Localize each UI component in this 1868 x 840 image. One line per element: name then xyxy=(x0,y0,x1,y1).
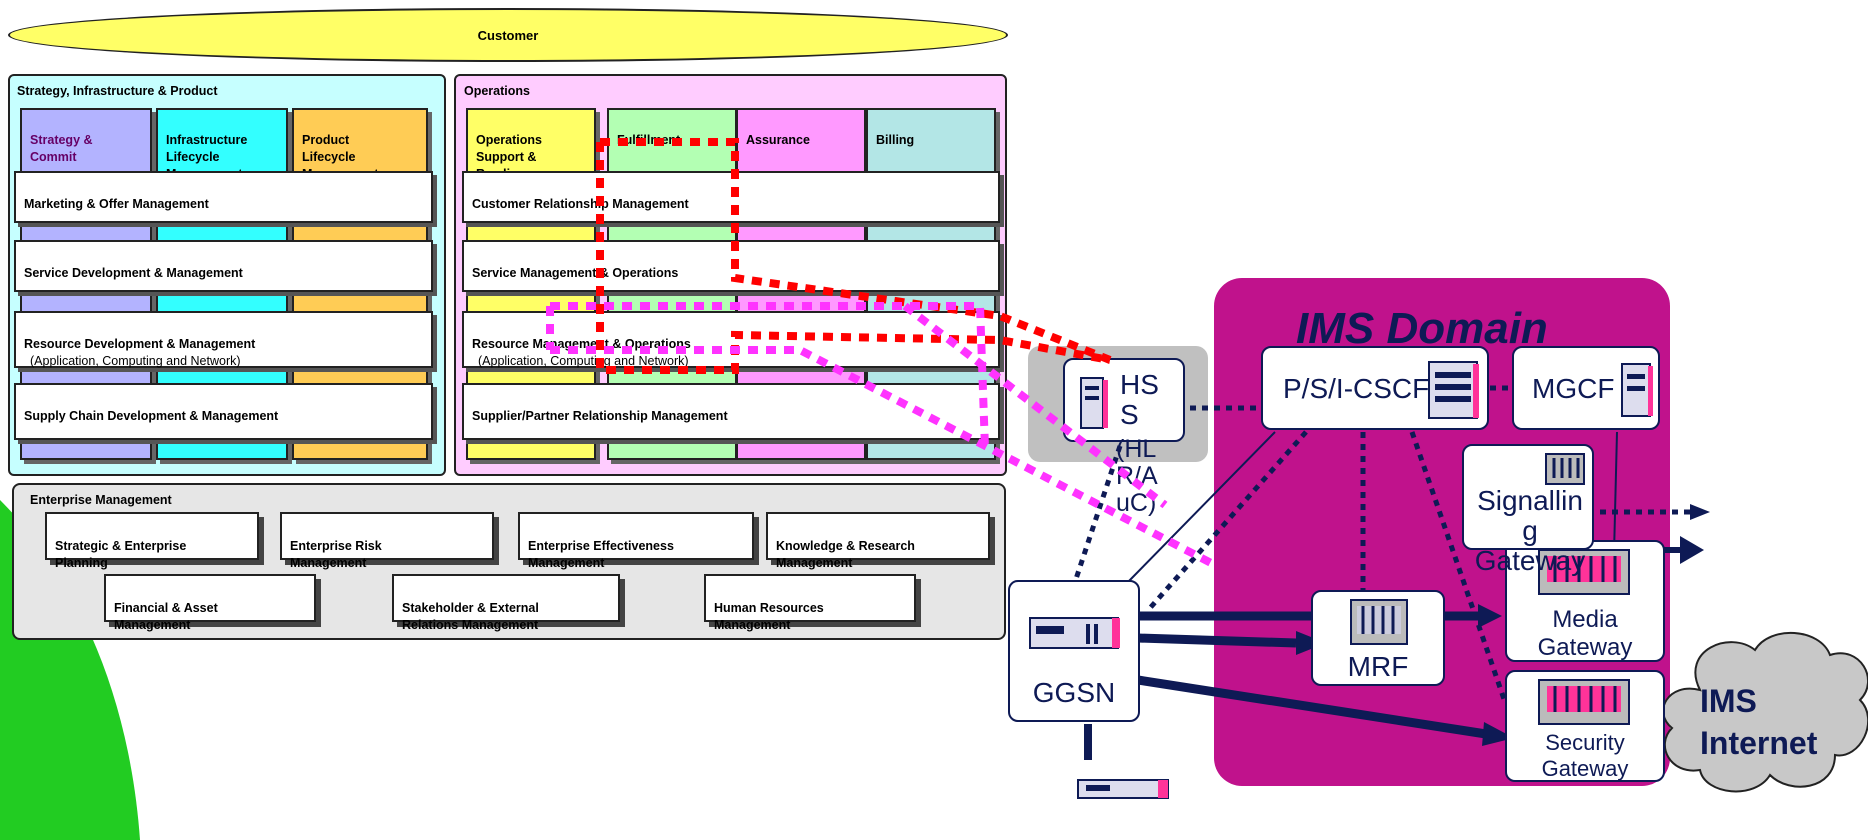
em-knowledge-research: Knowledge & Research Management xyxy=(766,512,990,570)
column-label: Assurance xyxy=(746,133,810,147)
rack-icon xyxy=(1538,549,1630,595)
sip-title: Strategy, Infrastructure & Product xyxy=(17,84,218,98)
hss-node[interactable]: HS S xyxy=(1063,358,1185,442)
column-label: Billing xyxy=(876,133,915,147)
customer-label: Customer xyxy=(477,27,539,43)
signalling-gateway-node[interactable] xyxy=(1462,444,1594,550)
box-label: Knowledge & Research Management xyxy=(776,539,915,570)
ims-internet-label: IMS Internet xyxy=(1700,683,1818,761)
row-label: Customer Relationship Management xyxy=(472,197,689,211)
row-resource-development: Resource Development & Management (Appli… xyxy=(14,311,433,368)
cscf-node[interactable]: P/S/I-CSCF xyxy=(1261,346,1489,430)
server-icon xyxy=(1428,361,1479,419)
enterprise-title: Enterprise Management xyxy=(30,493,172,507)
router-icon xyxy=(1029,617,1120,649)
ggsn-node[interactable]: GGSN xyxy=(1008,580,1140,722)
row-marketing-offer: Marketing & Offer Management xyxy=(14,171,433,223)
media-gateway-node[interactable]: Media Gateway xyxy=(1505,540,1665,662)
server-icon xyxy=(1621,363,1653,417)
box-label: Financial & Asset Management xyxy=(114,601,218,632)
column-label: Fulfillment xyxy=(617,133,681,147)
row-label: Supplier/Partner Relationship Management xyxy=(472,409,728,423)
row-label: Supply Chain Development & Management xyxy=(24,409,279,423)
server-icon xyxy=(1080,377,1108,429)
row-sublabel: (Application, Computing and Network) xyxy=(30,354,241,368)
hss-label: HS S xyxy=(1120,369,1159,430)
media-gateway-label: Media Gateway xyxy=(1537,606,1633,661)
box-label: Stakeholder & External Relations Managem… xyxy=(402,601,539,632)
row-sublabel: (Application, Computing and Network) xyxy=(478,354,689,368)
rack-icon xyxy=(1350,599,1408,645)
operations-title: Operations xyxy=(464,84,530,98)
mgcf-label: MGCF xyxy=(1532,373,1615,404)
rack-icon xyxy=(1538,679,1630,725)
box-label: Enterprise Risk Management xyxy=(290,539,382,570)
security-gateway-label: Security Gateway xyxy=(1541,730,1629,781)
row-supply-chain: Supply Chain Development & Management xyxy=(14,383,433,440)
em-human-resources: Human Resources Management xyxy=(704,574,916,632)
box-label: Strategic & Enterprise Planning xyxy=(55,539,187,570)
ggsn-label: GGSN xyxy=(1032,677,1116,708)
cscf-label: P/S/I-CSCF xyxy=(1283,373,1430,404)
security-gateway-node[interactable]: Security Gateway xyxy=(1505,670,1665,782)
mgcf-node[interactable]: MGCF xyxy=(1512,346,1660,430)
column-label: Strategy & Commit xyxy=(30,133,93,164)
row-label: Marketing & Offer Management xyxy=(24,197,209,211)
mrf-node[interactable]: MRF xyxy=(1311,590,1445,686)
box-label: Human Resources Management xyxy=(714,601,824,632)
em-financial-asset: Financial & Asset Management xyxy=(104,574,316,632)
row-label: Service Management & Operations xyxy=(472,266,679,280)
row-label: Resource Development & Management xyxy=(24,337,256,351)
box-label: Enterprise Effectiveness Management xyxy=(528,539,674,570)
customer-ellipse: Customer xyxy=(8,8,1008,62)
signalling-gateway-label: Signallin g Gateway xyxy=(1474,485,1586,576)
em-strategic-planning: Strategic & Enterprise Planning xyxy=(45,512,259,570)
row-label: Service Development & Management xyxy=(24,266,243,280)
ims-domain-title: IMS Domain xyxy=(1296,304,1548,353)
rack-icon xyxy=(1545,453,1585,485)
mrf-label: MRF xyxy=(1347,651,1409,682)
em-risk-management: Enterprise Risk Management xyxy=(280,512,494,570)
row-supplier-partner: Supplier/Partner Relationship Management xyxy=(462,383,1000,440)
em-stakeholder-relations: Stakeholder & External Relations Managem… xyxy=(392,574,620,632)
row-service-development: Service Development & Management xyxy=(14,240,433,292)
em-effectiveness-management: Enterprise Effectiveness Management xyxy=(518,512,754,570)
